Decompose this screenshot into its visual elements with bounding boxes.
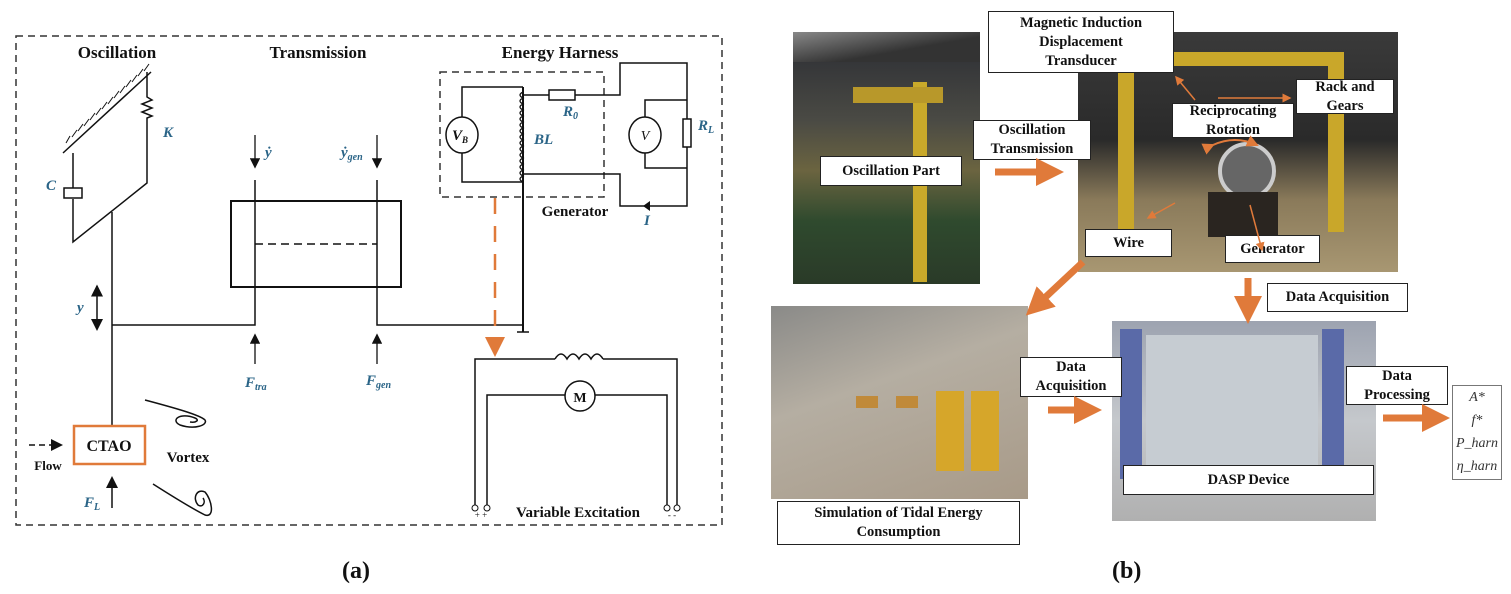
title-energy-harness: Energy Harness xyxy=(502,43,619,62)
label-ydot: ẏ xyxy=(263,145,272,161)
resistor-r0 xyxy=(548,89,576,101)
terminal-plus: + + xyxy=(475,510,487,520)
label-i: I xyxy=(643,213,651,229)
output-power: P_harn xyxy=(1456,436,1498,452)
panel-a-diagram: Oscillation Transmission Energy Harness … xyxy=(15,35,723,526)
damper-c xyxy=(63,187,83,199)
vortex-lower-icon xyxy=(152,483,213,516)
label-k: K xyxy=(162,125,174,141)
caption-b: (b) xyxy=(1112,558,1142,584)
label-dasp-device: DASP Device xyxy=(1123,465,1374,495)
label-generator-photo: Generator xyxy=(1225,235,1320,263)
label-ftra: Ftra xyxy=(244,375,267,393)
title-transmission: Transmission xyxy=(270,43,368,62)
title-oscillation: Oscillation xyxy=(78,43,157,62)
ctao-box xyxy=(72,424,147,466)
voltage-source-vb xyxy=(445,116,479,154)
svg-text:VB: VB xyxy=(452,128,468,145)
caption-a: (a) xyxy=(342,558,370,584)
outer-dashed-frame xyxy=(15,35,723,526)
current-arrow xyxy=(643,201,650,211)
label-data-processing: Data Processing xyxy=(1346,366,1448,405)
link-right xyxy=(376,180,523,326)
label-fl: FL xyxy=(83,495,100,513)
motor xyxy=(564,380,596,412)
output-efficiency: η_harn xyxy=(1456,459,1498,475)
svg-text:R0: R0 xyxy=(562,104,578,122)
label-bl: BL xyxy=(533,132,553,148)
voltmeter xyxy=(628,116,662,154)
label-fgen: Fgen xyxy=(365,373,391,391)
load-resistor-rl xyxy=(682,118,692,148)
label-c: C xyxy=(46,178,57,194)
label-y: y xyxy=(75,300,84,316)
label-reciprocating-rotation: Reciprocating Rotation xyxy=(1172,103,1294,138)
coil-bl xyxy=(519,91,525,183)
label-wire: Wire xyxy=(1085,229,1172,257)
label-variable-excitation: Variable Excitation xyxy=(516,505,641,521)
photo-load-simulation xyxy=(771,306,1028,499)
label-simulation: Simulation of Tidal Energy Consumption xyxy=(777,501,1020,545)
svg-text:M: M xyxy=(573,391,586,406)
label-oscillation-transmission: Oscillation Transmission xyxy=(973,120,1091,160)
label-magnetic-transducer: Magnetic Induction Displacement Transduc… xyxy=(988,11,1174,73)
label-data-acquisition-mid: Data Acquisition xyxy=(1020,357,1122,397)
label-flow: Flow xyxy=(34,458,62,473)
arrow-to-simulation xyxy=(1025,259,1086,316)
output-amplitude: A* xyxy=(1469,389,1485,405)
link-left xyxy=(112,180,256,326)
svg-text:V: V xyxy=(641,129,651,144)
label-generator: Generator xyxy=(542,204,609,220)
svg-text:RL: RL xyxy=(697,118,714,136)
label-oscillation-part: Oscillation Part xyxy=(820,156,962,186)
output-frequency: f* xyxy=(1471,412,1483,428)
label-ydot-gen: ẏgen xyxy=(339,145,363,163)
vortex-upper-icon xyxy=(144,399,207,428)
svg-text:CTAO: CTAO xyxy=(86,438,131,455)
label-rack-gears: Rack and Gears xyxy=(1296,79,1394,114)
spring-k xyxy=(72,72,155,244)
output-parameters: A* f* P_harn η_harn xyxy=(1452,385,1502,480)
excitation-coil xyxy=(554,353,604,361)
label-vortex: Vortex xyxy=(167,450,210,466)
label-data-acquisition-top: Data Acquisition xyxy=(1267,283,1408,312)
transmission-box xyxy=(230,200,402,288)
fixed-wall-hatch xyxy=(62,63,152,154)
terminal-minus: - - xyxy=(668,510,676,520)
